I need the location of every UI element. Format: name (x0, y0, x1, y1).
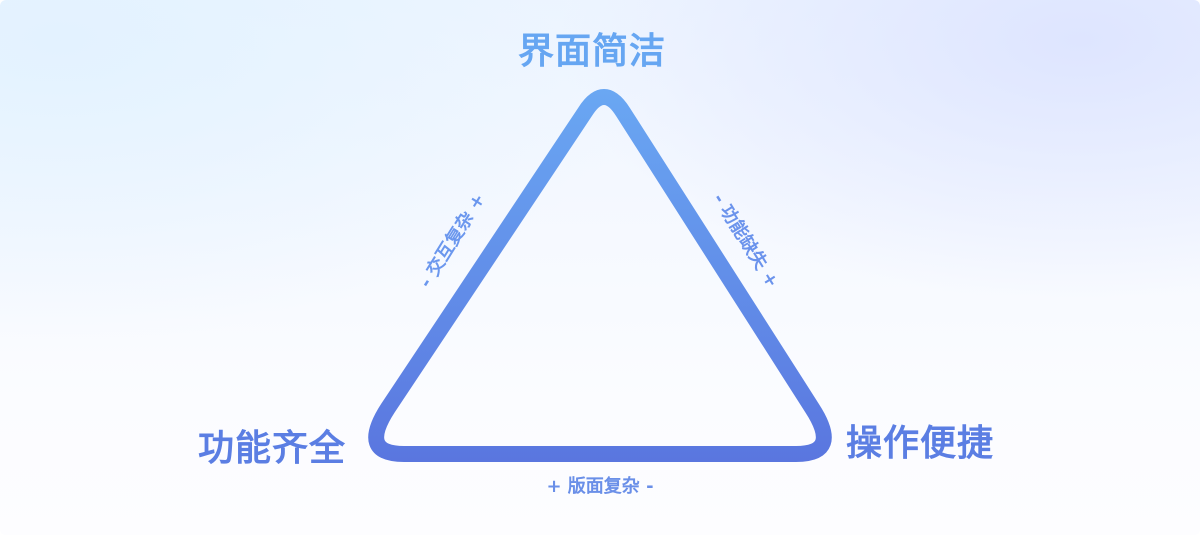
vertex-label-top: 界面简洁 (518, 31, 667, 72)
vertex-label-bottom-right: 操作便捷 (846, 423, 995, 464)
triangle-outline (368, 89, 832, 462)
edge-label-bottom: + 版面复杂 - (546, 476, 654, 497)
vertex-label-bottom-left: 功能齐全 (198, 428, 347, 469)
